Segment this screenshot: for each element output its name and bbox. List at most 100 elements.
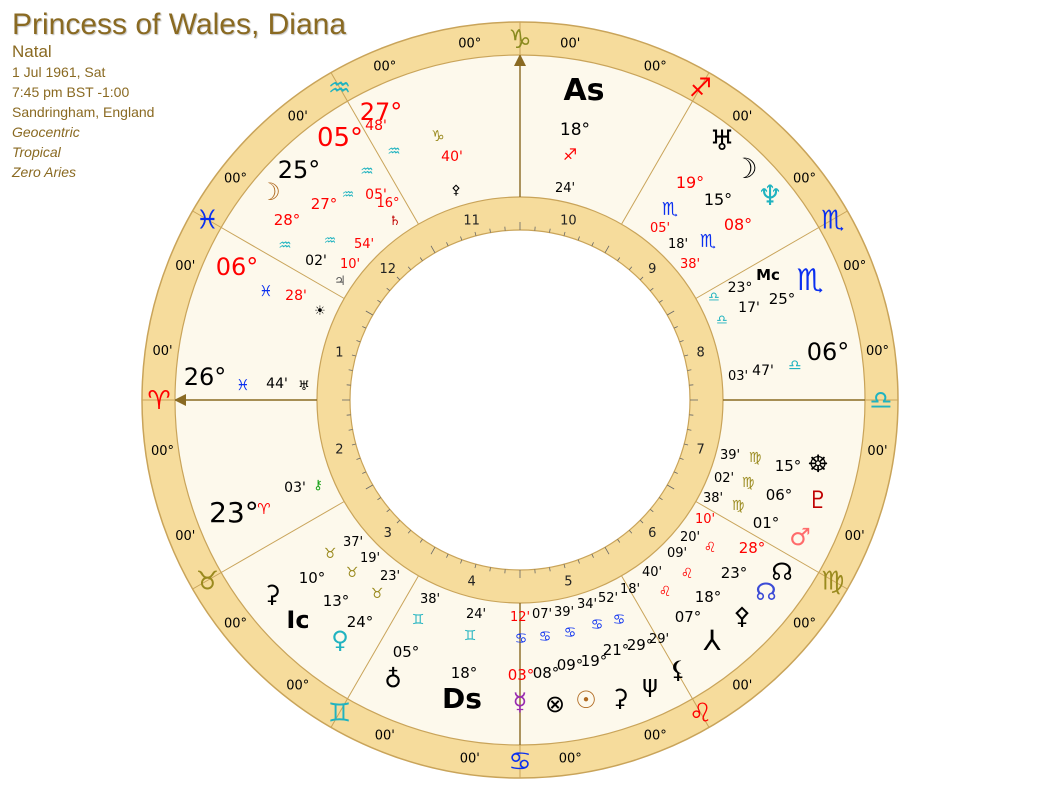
chart-point-label: 16° [376, 196, 399, 211]
chart-point-label: 19' [360, 551, 380, 566]
chart-point-label: 28° [739, 539, 766, 557]
sign-boundary-degree: 00° [151, 444, 174, 459]
house-number-11: 11 [463, 213, 480, 228]
chart-point-label: 05' [650, 221, 670, 236]
chart-point-label: ♌ [704, 540, 717, 556]
chart-point-label: 02' [714, 471, 734, 486]
chart-point-label: ⚳ [263, 580, 281, 608]
chart-point-label: ♒ [360, 162, 373, 180]
zodiac-sign-ring: ♑00°00'♐00°00'♏00°00°♎00°00'♍00'00°♌00'0… [147, 25, 892, 777]
chart-point-label: ♓ [236, 376, 249, 394]
chart-point-label: ♒ [324, 233, 337, 249]
chart-point-label: ☀ [314, 304, 326, 319]
chart-point-label: 06° [216, 253, 259, 281]
chart-point-label: ☽ [259, 178, 281, 206]
sign-boundary-degree: 00° [866, 344, 889, 359]
chart-point-label: 18° [695, 588, 722, 606]
chart-point-label: ♌ [681, 566, 694, 582]
chart-point-label: 28' [285, 288, 307, 304]
chart-point-label: 29° [627, 636, 654, 654]
chart-point-label: ♏ [662, 199, 678, 220]
chart-point-label: 18° [560, 120, 590, 140]
chart-point-label: ♆ [757, 179, 782, 212]
chart-point-label: ⚴ [451, 183, 461, 198]
chart-point-label: ♉ [324, 546, 337, 562]
chart-point-label: 10' [695, 512, 715, 527]
house-cusp-line [347, 100, 419, 225]
chart-point-label: 19° [581, 652, 608, 670]
chart-point-label: 06° [766, 486, 793, 504]
chart-type: Natal [12, 42, 52, 61]
chart-point-label: ♇ [807, 486, 829, 514]
chart-point-label: ♊ [412, 612, 425, 628]
chart-point-label: ♉ [346, 565, 359, 581]
chart-point-label: 17' [738, 300, 760, 316]
house-number-5: 5 [564, 575, 572, 590]
chart-point-label: 38' [420, 592, 440, 607]
chart-point-label: ♎ [716, 313, 728, 328]
chart-point-label: 38' [703, 491, 723, 506]
chart-point-label: 52' [598, 591, 618, 606]
chart-point-label: 48' [365, 118, 387, 134]
aquarius-glyph: ♒ [328, 73, 351, 103]
chart-point-label: ♂ [789, 523, 811, 551]
chart-point-label: 47' [752, 363, 774, 379]
ascendant-arrow [514, 54, 526, 66]
chart-point-label: ♏ [797, 263, 824, 298]
house-cusp-line [695, 227, 820, 299]
chart-point-label: ⚴ [733, 602, 751, 630]
sign-boundary-minute: 00' [152, 344, 172, 359]
house-cusp-line [621, 575, 693, 700]
sign-boundary-degree: 00' [845, 529, 865, 544]
system-zero-aries: Zero Aries [12, 164, 77, 180]
chart-point-label: ☸ [807, 450, 829, 478]
chart-point-label: ♒ [278, 236, 291, 254]
chart-point-label: ♈ [257, 500, 270, 518]
chart-point-label: 07° [675, 608, 702, 626]
chart-point-label: 27° [360, 98, 403, 126]
chart-point-label: ♓ [259, 282, 272, 300]
virgo-glyph: ♍ [821, 567, 844, 597]
chart-point-label: 18' [668, 237, 688, 252]
chart-point-label: ♃ [334, 274, 346, 289]
house-cusp-lines [142, 22, 898, 778]
chart-point-label: ☊ [771, 558, 792, 586]
chart-point-label: ♁ [384, 665, 402, 693]
chart-point-label: Ds [442, 682, 482, 715]
chart-point-label: 08° [724, 215, 752, 234]
chart-point-label: ♋ [515, 631, 528, 647]
leo-glyph: ♌ [689, 699, 712, 729]
chart-point-label: 18' [620, 582, 640, 597]
chart-point-label: ♏ [700, 231, 716, 252]
chart-point-label: 24° [347, 613, 374, 631]
chart-point-label: 29' [649, 632, 669, 647]
chart-point-label: 03° [508, 666, 535, 684]
chart-point-label: 24' [466, 607, 486, 622]
chart-point-label: 37' [343, 535, 363, 550]
chart-point-label: 05° [317, 123, 363, 153]
sign-boundary-degree: 00° [559, 751, 582, 766]
sign-boundary-degree: 00° [224, 616, 247, 631]
pisces-glyph: ♓ [196, 206, 219, 236]
sign-boundary-minute: 00° [224, 172, 247, 187]
chart-point-label: 44' [266, 376, 288, 392]
chart-point-label: ♀ [331, 626, 349, 654]
house-number-12: 12 [379, 262, 396, 277]
chart-point-label: Mc [756, 266, 780, 284]
chart-point-label: ♌ [659, 584, 672, 600]
gemini-glyph: ♊ [328, 699, 351, 729]
chart-title: Princess of Wales, Diana [12, 8, 347, 41]
chart-point-label: 08° [533, 664, 560, 682]
chart-point-label: 15° [704, 190, 732, 209]
chart-point-label: 40' [642, 565, 662, 580]
chart-point-label: 03' [284, 480, 306, 496]
chart-point-label: 23° [721, 564, 748, 582]
chart-point-label: 54' [354, 237, 374, 252]
sign-boundary-degree: 00° [793, 172, 816, 187]
cancer-glyph: ♋ [508, 747, 531, 777]
scorpio-glyph: ♏ [821, 206, 844, 236]
sign-boundary-minute: 00° [286, 678, 309, 693]
house-cusp-line [621, 100, 693, 225]
